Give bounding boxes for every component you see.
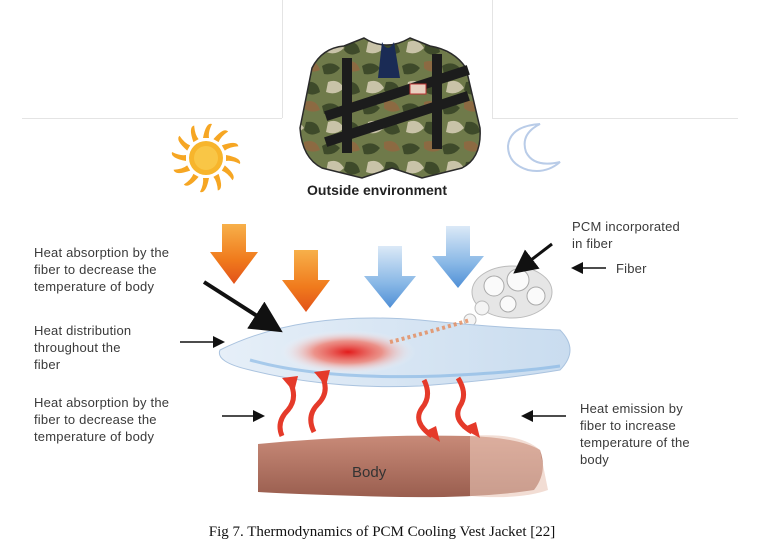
pcm-incorporated-line-2: in fiber [572, 236, 613, 251]
heat-absorption-bottom-label: Heat absorption by the fiber to decrease… [34, 394, 169, 445]
heat-emission-line-2: fiber to increase [580, 418, 676, 433]
heat-distribution-label: Heat distribution throughout the fiber [34, 322, 131, 373]
ice-arrow-icon [364, 246, 416, 308]
heat-absorption-top-line-2: fiber to decrease the [34, 262, 157, 277]
sun-icon [171, 123, 241, 193]
heat-absorption-bottom-line-2: fiber to decrease the [34, 412, 157, 427]
pcm-incorporated-label: PCM incorporated in fiber [572, 218, 680, 252]
heat-absorption-top-line-3: temperature of body [34, 279, 155, 294]
heat-emission-label: Heat emission by fiber to increase tempe… [580, 400, 690, 468]
flame-arrow-icon [210, 224, 258, 284]
heat-distribution-line-1: Heat distribution [34, 323, 132, 338]
heat-absorption-top-label: Heat absorption by the fiber to decrease… [34, 244, 169, 295]
frame-line-right [492, 118, 738, 119]
pcm-incorporated-line-1: PCM incorporated [572, 219, 680, 234]
frame-line-left [22, 118, 282, 119]
heat-distribution-line-2: throughout the [34, 340, 121, 355]
moon-icon [506, 123, 561, 172]
figure-caption: Fig 7. Thermodynamics of PCM Cooling Ves… [208, 524, 556, 540]
fiber-label: Fiber [616, 261, 647, 276]
pcm-capsules-icon [452, 265, 553, 336]
heat-distribution-line-3: fiber [34, 357, 61, 372]
heat-absorption-top-line-1: Heat absorption by the [34, 245, 170, 260]
heat-absorption-bottom-line-1: Heat absorption by the [34, 395, 170, 410]
heat-emission-line-4: body [580, 452, 609, 467]
heat-absorption-bottom-line-3: temperature of body [34, 429, 155, 444]
heat-emission-line-1: Heat emission by [580, 401, 683, 416]
photo-frame-left [282, 0, 283, 118]
photo-frame-right [492, 0, 493, 118]
vest-image [299, 37, 481, 179]
pcm-diagram [180, 224, 606, 498]
flame-arrow-icon [282, 250, 330, 312]
ice-arrow-icon [432, 226, 484, 288]
outside-environment-label: Outside environment [307, 182, 448, 198]
heat-emission-line-3: temperature of the [580, 435, 690, 450]
body-label: Body [352, 464, 387, 481]
